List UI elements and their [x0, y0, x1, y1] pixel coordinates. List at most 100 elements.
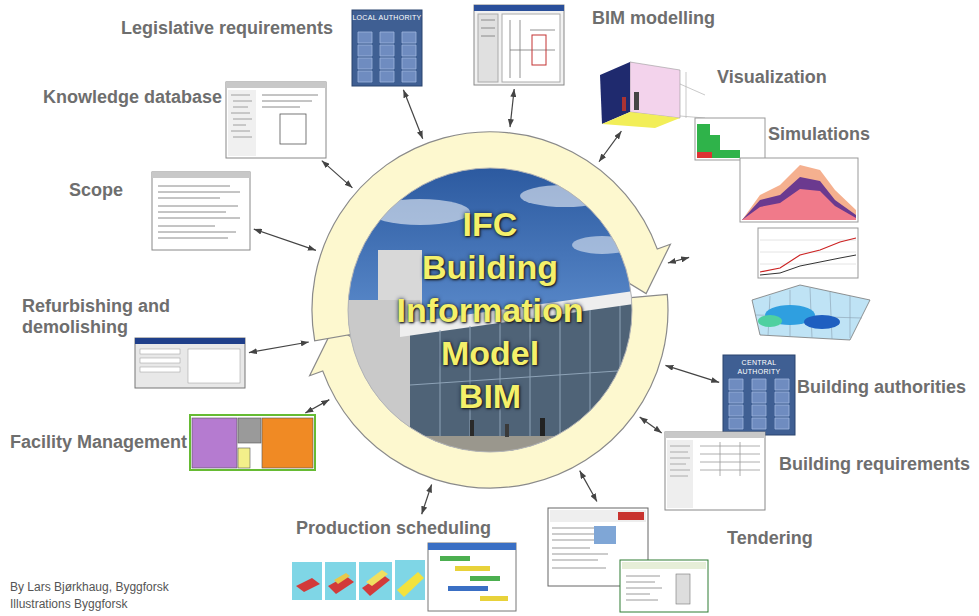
drawing-lines — [481, 20, 555, 78]
authority-grid — [358, 32, 416, 82]
phase-tile — [325, 562, 356, 600]
authority-grid — [729, 379, 789, 429]
bim-screenshot — [474, 5, 564, 85]
text-lines — [158, 186, 240, 238]
double-arrow — [403, 90, 422, 139]
double-arrow — [580, 471, 597, 502]
label-holder: Knowledge database — [43, 87, 222, 108]
topic-node: BIM modelling — [474, 5, 564, 85]
gantt-bar — [455, 566, 490, 571]
topic-label: Simulations — [768, 124, 870, 145]
field — [140, 349, 180, 354]
authority-name: CENTRAL AUTHORITY — [723, 355, 795, 376]
double-arrow — [599, 131, 621, 162]
double-arrow — [665, 365, 719, 382]
title-bar — [152, 172, 250, 178]
page-figure — [676, 574, 690, 604]
chart-line — [760, 238, 856, 272]
topic-label: Refurbishing and demolishing — [22, 296, 187, 338]
model-title: IFC Building Information Model BIM — [340, 203, 640, 418]
topic-label: Building requirements — [779, 454, 970, 475]
topic-label: BIM modelling — [592, 8, 715, 29]
double-arrow — [668, 257, 689, 263]
authority-box — [723, 355, 795, 435]
dialog — [135, 338, 245, 388]
label-holder: BIM modelling — [592, 8, 715, 29]
credit-note: By Lars Bjørkhaug, Byggforsk — [10, 579, 169, 596]
tool-panel — [478, 14, 498, 82]
room — [262, 418, 313, 468]
topic-node: Facility Management — [190, 415, 315, 470]
double-arrow — [254, 229, 316, 250]
topic-node: Tendering — [548, 505, 710, 613]
gantt-bar — [448, 586, 488, 591]
model-circle: IFC Building Information Model BIM — [310, 130, 670, 490]
chart-frame — [758, 228, 858, 278]
chart-line — [760, 255, 856, 275]
topic-label: Knowledge database — [43, 87, 222, 108]
step-bar-red — [697, 152, 712, 158]
canvas — [502, 14, 560, 82]
credit-note: Illustrations Byggforsk — [10, 596, 169, 613]
topic-label: Facility Management — [10, 432, 187, 453]
schedule-window — [428, 543, 516, 611]
simulation-charts — [695, 118, 870, 340]
double-arrow — [640, 417, 662, 433]
plan-outline — [190, 415, 315, 470]
topic-node: Simulations — [693, 118, 878, 346]
tree-panel — [228, 90, 256, 156]
person — [540, 418, 545, 436]
gantt-bar — [480, 596, 508, 601]
page-logo — [618, 512, 644, 520]
double-arrow — [305, 400, 329, 413]
area-layer — [742, 165, 856, 220]
page-header — [550, 510, 646, 522]
visualization-room — [600, 62, 705, 128]
text-lines — [262, 95, 318, 107]
figure — [622, 97, 626, 111]
label-holder: Building authorities — [797, 377, 966, 398]
field — [140, 358, 180, 363]
phase-tile — [395, 560, 425, 600]
label-holder: Tendering — [727, 528, 813, 549]
window — [226, 82, 326, 158]
drawing-detail — [532, 35, 546, 65]
label-holder: Simulations — [768, 124, 870, 145]
local-authority-icon — [352, 10, 422, 86]
ground — [348, 436, 632, 460]
doc-figure — [280, 114, 306, 144]
gantt-bar — [470, 576, 500, 581]
topic-label: Legislative requirements — [121, 18, 333, 39]
chart-frame — [695, 118, 765, 160]
floor — [602, 112, 680, 128]
page-image — [594, 526, 616, 544]
chart-frame — [740, 158, 858, 222]
topic-node: Scope — [152, 172, 250, 250]
document — [152, 172, 250, 250]
cloud — [370, 199, 470, 225]
phase-tile — [359, 562, 392, 600]
page-lines — [626, 576, 662, 600]
phase-building — [397, 572, 424, 597]
topic-node: Knowledge database — [226, 82, 326, 158]
scope-document — [152, 172, 250, 250]
window — [474, 5, 564, 85]
room — [238, 448, 250, 468]
topic-node: CENTRAL AUTHORITYBuilding authorities — [723, 355, 795, 435]
topic-label: Scope — [69, 180, 123, 201]
area-layer — [742, 189, 856, 220]
room — [238, 418, 261, 443]
cloud — [572, 236, 632, 254]
cycle-ring — [310, 132, 671, 488]
phase-building — [334, 573, 350, 584]
topic-node: LOCAL AUTHORITYLegislative requirements — [352, 10, 422, 86]
table-rows — [670, 442, 760, 476]
title-bar — [226, 82, 326, 88]
title-bar — [474, 5, 564, 11]
double-arrow — [249, 342, 309, 353]
label-holder: Legislative requirements — [121, 18, 333, 39]
label-holder: Visualization — [717, 67, 827, 88]
page-header — [622, 562, 706, 569]
